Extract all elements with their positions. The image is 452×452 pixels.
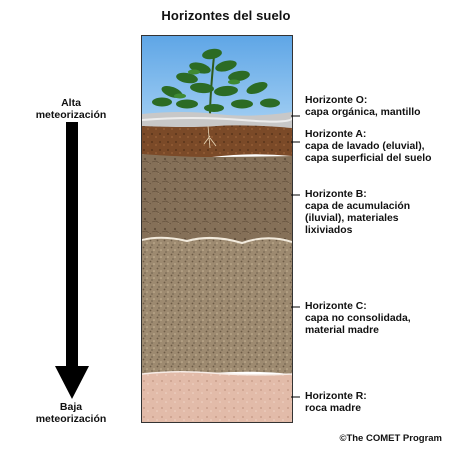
a-horizon-band xyxy=(142,125,292,159)
horizon-r-name: Horizonte R: xyxy=(305,391,367,402)
copyright-notice: ©The COMET Program xyxy=(339,433,442,444)
horizon-b-desc-1: capa de acumulación xyxy=(305,201,411,212)
horizon-a-desc-1: capa de lavado (eluvial), xyxy=(305,141,425,152)
horizon-a-name: Horizonte A: xyxy=(305,129,367,140)
horizon-o-label: Horizonte O: capa orgánica, mantillo xyxy=(305,95,451,119)
arrow-head xyxy=(55,366,89,399)
horizon-r-desc: roca madre xyxy=(305,403,362,414)
o-horizon-band xyxy=(142,112,292,130)
r-horizon-band xyxy=(142,371,292,422)
arrow-shaft xyxy=(66,122,78,368)
horizon-o-name: Horizonte O: xyxy=(305,95,368,106)
horizon-o-desc: capa orgánica, mantillo xyxy=(305,107,421,118)
horizon-c-name: Horizonte C: xyxy=(305,301,367,312)
horizon-b-desc-2: (iluvial), materiales xyxy=(305,213,399,224)
horizon-c-desc-1: capa no consolidada, xyxy=(305,313,411,324)
horizon-b-name: Horizonte B: xyxy=(305,189,367,200)
horizon-a-desc-2: capa superficial del suelo xyxy=(305,153,432,164)
horizon-b-label: Horizonte B: capa de acumulación (iluvia… xyxy=(305,189,451,237)
soil-profile-column xyxy=(141,35,293,423)
horizon-c-label: Horizonte C: capa no consolidada, materi… xyxy=(305,301,451,337)
weathering-arrow xyxy=(53,122,91,400)
horizon-b-desc-3: lixiviados xyxy=(305,225,353,236)
c-horizon-band xyxy=(142,237,292,375)
horizon-r-label: Horizonte R: roca madre xyxy=(305,391,451,415)
b-horizon-band xyxy=(142,154,292,243)
horizon-c-desc-2: material madre xyxy=(305,325,379,336)
diagram-title: Horizontes del suelo xyxy=(161,8,291,23)
horizon-a-label: Horizonte A: capa de lavado (eluvial), c… xyxy=(305,129,451,165)
plant-illustration xyxy=(152,48,280,117)
